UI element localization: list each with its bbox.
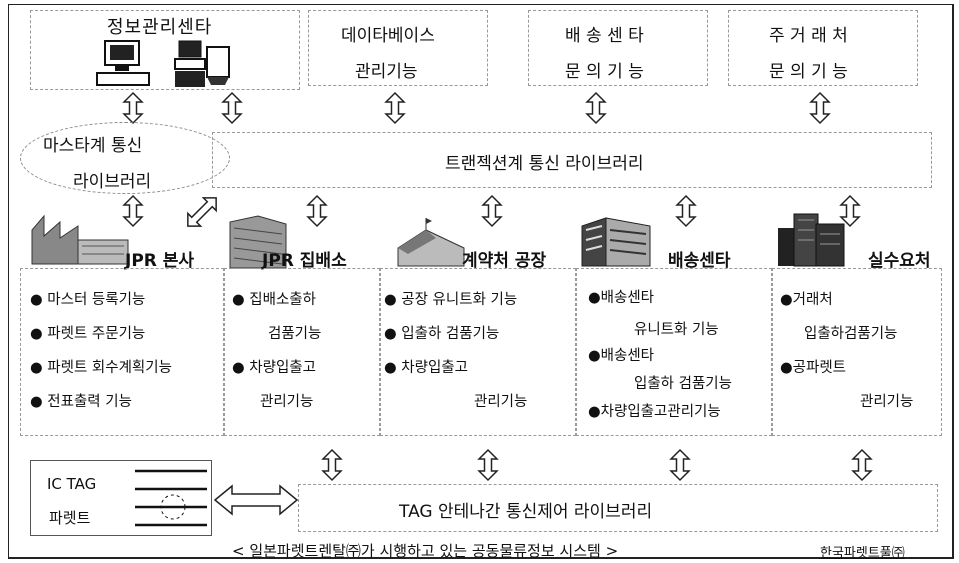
- arrow-tag-factory: [478, 449, 498, 481]
- enduser-item-2: 입출하검품기능: [804, 326, 898, 342]
- pallet-tag-icon: [135, 469, 207, 527]
- database-line2: 관리기능: [355, 62, 418, 82]
- hq-item-3: ● 파렛트 회수계획기능: [30, 360, 172, 376]
- arrow-database: [385, 92, 405, 124]
- main-customer-line2: 문 의 기 능: [769, 62, 848, 82]
- info-center-label: 정보관리센타: [107, 17, 213, 38]
- center-item-5: ●차량입출고관리기능: [588, 404, 721, 420]
- main-customer-box: 주 거 래 처 문 의 기 능: [728, 10, 918, 86]
- master-library-line1: 마스타계 통신: [43, 136, 143, 156]
- delivery-center-box: 배 송 센 타 문 의 기 능: [528, 10, 708, 86]
- site-name-enduser: 실수요처: [868, 251, 931, 271]
- site-box-depot: [224, 268, 380, 436]
- site-box-hq: [20, 268, 224, 436]
- tag-library-box: TAG 안테나간 통신제어 라이브러리: [298, 484, 938, 532]
- depot-item-1: ● 집배소출하: [232, 292, 316, 308]
- site-name-center: 배송센타: [668, 251, 731, 271]
- depot-item-2: 검품기능: [268, 326, 322, 342]
- arrow-factory: [482, 195, 502, 227]
- computer-icon: [96, 40, 230, 87]
- factory-item-3: ● 차량입출고: [384, 360, 468, 376]
- depot-item-3: ● 차량입출고: [232, 360, 316, 376]
- factory-icon: [397, 218, 465, 267]
- arrow-tag-center: [670, 449, 690, 481]
- outer-frame: [8, 4, 954, 559]
- info-center-box: 정보관리센타: [30, 10, 300, 90]
- hq-item-4: ● 전표출력 기능: [30, 394, 132, 410]
- factory-item-1: ● 공장 유니트화 기능: [384, 292, 518, 308]
- center-item-2: 유니트화 기능: [634, 322, 719, 338]
- factory-item-2: ● 입출하 검품기능: [384, 326, 500, 342]
- main-customer-line1: 주 거 래 처: [769, 26, 848, 46]
- arrow-info-transaction: [222, 92, 242, 124]
- hq-item-2: ● 파렛트 주문기능: [30, 326, 146, 342]
- hq-item-1: ● 마스터 등록기능: [30, 292, 146, 308]
- master-library-line2: 라이브러리: [73, 172, 152, 192]
- enduser-item-1: ●거래처: [780, 292, 833, 308]
- enduser-item-3: ●공파렛트: [780, 360, 847, 376]
- enduser-item-4: 관리기능: [860, 394, 914, 410]
- credit: 한국파렛트풀㈜: [820, 546, 905, 561]
- delivery-center-icon: [581, 217, 651, 267]
- center-item-1: ●배송센타: [588, 290, 655, 306]
- arrow-depot: [307, 195, 327, 227]
- caption: < 일본파렛트렌탈㈜가 시행하고 있는 공동물류정보 시스템 >: [232, 542, 619, 560]
- end-user-icon: [778, 213, 845, 267]
- depot-item-4: 관리기능: [260, 394, 314, 410]
- site-box-factory: [380, 268, 576, 436]
- center-item-4: 입출하 검품기능: [634, 376, 732, 392]
- site-name-depot: JPR 집배소: [262, 251, 347, 271]
- transaction-library-box: 트랜젝션계 통신 라이브러리: [212, 132, 932, 188]
- master-library-ellipse: 마스타계 통신 라이브러리: [20, 122, 230, 194]
- delivery-center-line1: 배 송 센 타: [565, 26, 644, 46]
- site-box-enduser: [772, 268, 942, 436]
- pallet-label: 파렛트: [49, 509, 91, 527]
- database-line1: 데이타베이스: [341, 26, 435, 46]
- arrow-info-master: [123, 92, 143, 124]
- site-name-hq: JPR 본사: [125, 251, 195, 271]
- transaction-library-label: 트랜젝션계 통신 라이브러리: [445, 154, 644, 174]
- tag-library-label: TAG 안테나간 통신제어 라이브러리: [399, 502, 653, 522]
- delivery-center-line2: 문 의 기 능: [565, 62, 644, 82]
- ic-tag-box: IC TAG 파렛트: [30, 460, 212, 536]
- database-box: 데이타베이스 관리기능: [308, 10, 488, 86]
- factory-item-4: 관리기능: [474, 394, 528, 410]
- arrow-tag-depot: [322, 449, 342, 481]
- arrow-center: [676, 195, 696, 227]
- site-box-center: [576, 268, 772, 436]
- arrow-customer: [810, 92, 830, 124]
- hq-building-icon: [31, 214, 129, 265]
- arrow-delivery: [586, 92, 606, 124]
- site-name-factory: 계약처 공장: [462, 251, 547, 271]
- ic-tag-label: IC TAG: [47, 475, 97, 493]
- arrow-tag-enduser: [852, 449, 872, 481]
- center-item-3: ●배송센타: [588, 348, 655, 364]
